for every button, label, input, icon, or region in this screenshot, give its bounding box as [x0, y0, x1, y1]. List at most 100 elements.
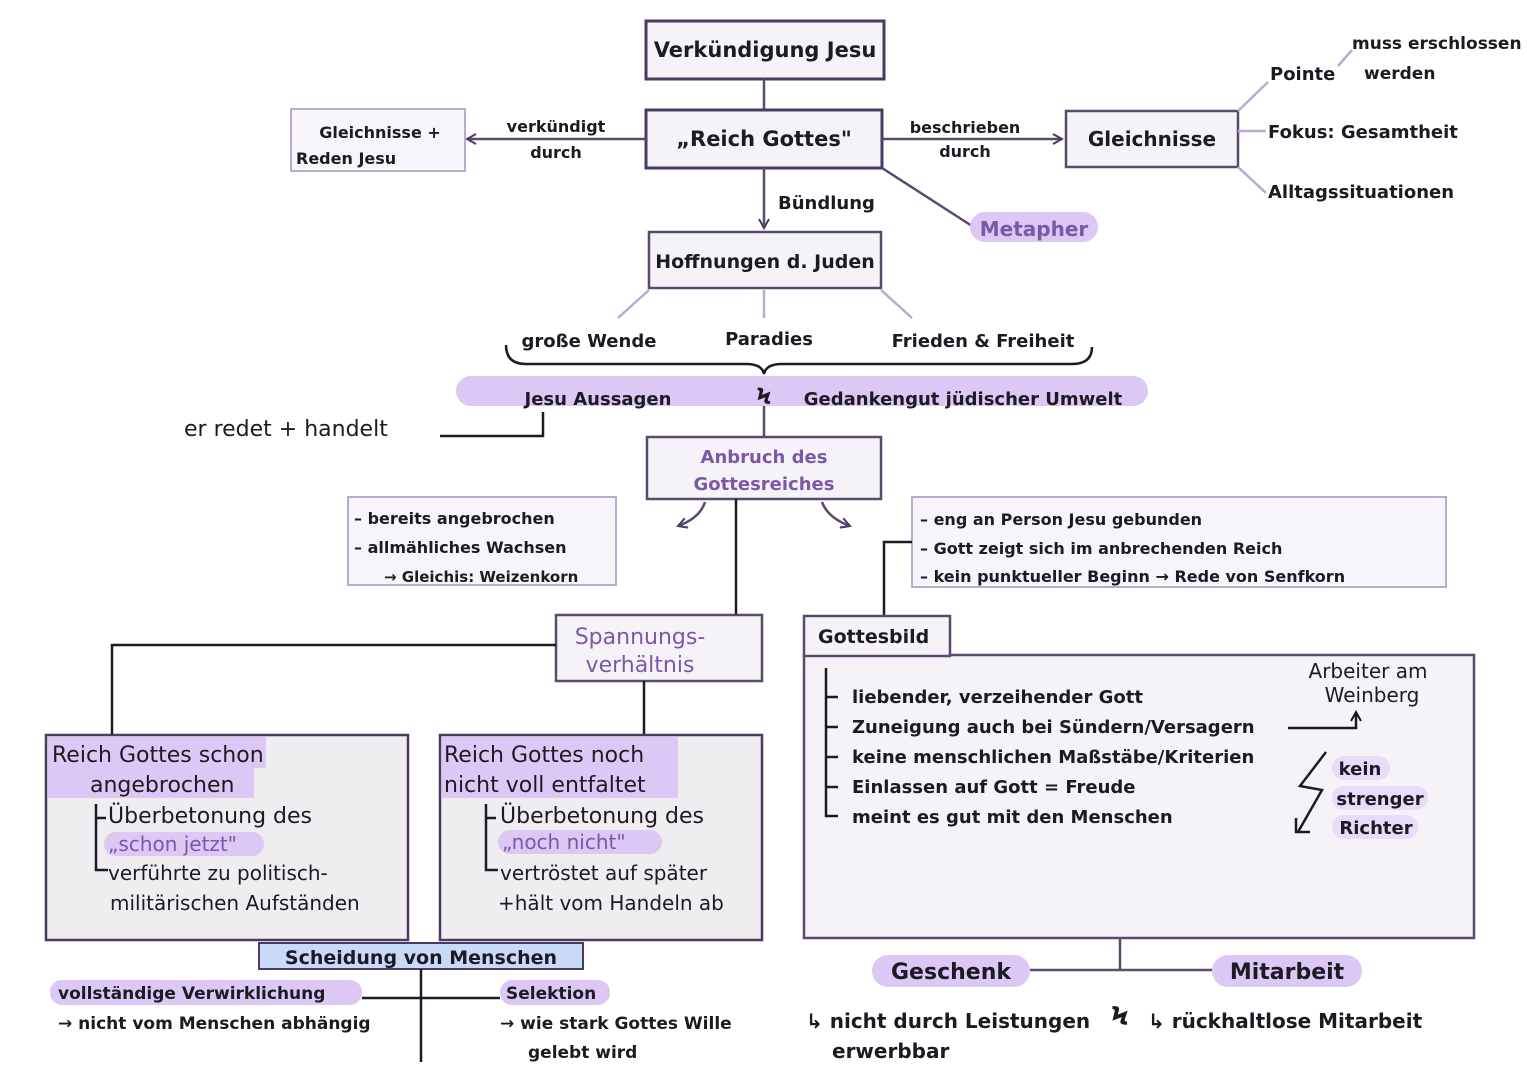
- lightning-gottesbild-tip: [1294, 818, 1310, 834]
- note-senfkorn: – kein punktueller Beginn → Rede von Sen…: [920, 567, 1345, 586]
- gb-liebender: liebender, verzeihender Gott: [852, 687, 1143, 708]
- schon-militaerisch: militärischen Aufständen: [110, 891, 360, 915]
- highlight-kein: [1332, 756, 1390, 780]
- brace-hopes: [504, 344, 1094, 375]
- connector-metapher: [881, 166, 973, 228]
- label-alltag: Alltagssituationen: [1268, 182, 1454, 203]
- label-kein: kein: [1339, 759, 1382, 780]
- highlight-strenger: [1332, 786, 1428, 810]
- connector-notes-gottesbild: [882, 540, 912, 616]
- label-verkuendigt-durch: durch: [530, 143, 582, 162]
- label-beschrieben-durch: durch: [939, 142, 991, 161]
- label-richter: Richter: [1339, 818, 1412, 839]
- schon-ueberbetonung: Überbetonung des: [108, 803, 312, 829]
- noch-nicht: „noch nicht": [502, 830, 626, 854]
- label-er-redet: er redet + handelt: [184, 417, 388, 442]
- connector-er-redet: [440, 412, 545, 438]
- box-verkuendigung: [644, 19, 886, 81]
- label-nicht-durch-leistungen: ↳ nicht durch Leistungen: [806, 1009, 1090, 1033]
- box-gottesbild-tab: [802, 614, 952, 658]
- label-pointe: Pointe: [1270, 64, 1335, 85]
- label-fokus: Fokus: Gesamtheit: [1268, 122, 1458, 143]
- schon-verfuehrte: verführte zu politisch-: [108, 861, 328, 885]
- label-reden-jesu: Reden Jesu: [296, 149, 396, 168]
- box-anbruch: [645, 435, 883, 501]
- title-schon-1: Reich Gottes schon: [52, 743, 264, 768]
- label-gedankengut: Gedankengut jüdischer Umwelt: [804, 389, 1123, 410]
- title-schon-2: angebrochen: [90, 773, 234, 798]
- label-grosse-wende: große Wende: [522, 331, 657, 352]
- tree-schon: [94, 804, 108, 872]
- label-beschrieben: beschrieben: [910, 118, 1021, 137]
- label-vollstaendig: vollständige Verwirklichung: [58, 984, 325, 1004]
- label-mitarbeit: Mitarbeit: [1230, 960, 1345, 985]
- schon-jetzt: „schon jetzt": [108, 832, 237, 856]
- branch-frieden: [880, 289, 913, 319]
- connector-spannung-schon: [110, 643, 556, 735]
- gb-massstaebe: keine menschlichen Maßstäbe/Kriterien: [852, 747, 1254, 768]
- arrow-anbruch-right: [820, 501, 850, 526]
- gb-meint-gut: meint es gut mit den Menschen: [852, 807, 1173, 828]
- label-erwerbbar: erwerbbar: [832, 1039, 949, 1063]
- title-noch-1: Reich Gottes noch: [444, 743, 644, 768]
- branch-alltag: [1237, 166, 1267, 194]
- gb-zuneigung: Zuneigung auch bei Sündern/Versagern: [852, 717, 1255, 738]
- highlight-band: [456, 376, 1148, 406]
- note-allmaehlich: – allmähliches Wachsen: [354, 538, 567, 557]
- note-eng-an-person: – eng an Person Jesu gebunden: [920, 510, 1202, 529]
- highlight-vollstaendig: [50, 980, 362, 1005]
- gb-einlassen: Einlassen auf Gott = Freude: [852, 777, 1135, 798]
- noch-ueberbetonung: Überbetonung des: [500, 803, 704, 829]
- label-weinberg: Weinberg: [1325, 683, 1420, 707]
- label-buendlung: Bündlung: [778, 193, 875, 214]
- label-metapher: Metapher: [980, 217, 1089, 241]
- highlight-mitarbeit: [1212, 955, 1362, 987]
- lightning-gottesbild: [1296, 751, 1327, 833]
- label-strenger: strenger: [1336, 789, 1423, 810]
- label-spannungs: Spannungs-: [575, 625, 706, 650]
- label-verhaeltnis: verhältnis: [586, 653, 695, 678]
- title-noch-2: nicht voll entfaltet: [444, 773, 646, 798]
- box-gleichnisse: [1064, 109, 1240, 169]
- label-gottesreiches: Gottesreiches: [694, 474, 835, 495]
- lightning-icon: Ϟ: [756, 385, 771, 410]
- box-scheidung: [258, 942, 584, 970]
- branch-wende: [617, 289, 650, 319]
- highlight-richter: [1332, 815, 1418, 839]
- lightning-bottom-icon: Ϟ: [1111, 1002, 1129, 1032]
- label-reich-gottes: „Reich Gottes": [676, 127, 852, 151]
- label-wie-stark: → wie stark Gottes Wille: [500, 1014, 732, 1034]
- highlight-schon-title1: [48, 737, 266, 768]
- note-weizenkorn: → Gleichis: Weizenkorn: [384, 568, 578, 586]
- label-werden: werden: [1364, 64, 1435, 84]
- box-gleichnisse-reden: [290, 108, 466, 172]
- label-hoffnungen: Hoffnungen d. Juden: [655, 251, 875, 273]
- tree-noch: [484, 804, 498, 872]
- label-jesu-aussagen: Jesu Aussagen: [523, 389, 672, 410]
- box-notes-left: [347, 496, 617, 586]
- label-gleichnisse: Gleichnisse: [1088, 127, 1216, 151]
- box-spannung: [554, 613, 764, 683]
- label-anbruch: Anbruch des: [701, 447, 828, 468]
- tree-gottesbild: [824, 668, 838, 818]
- label-gottesbild: Gottesbild: [818, 626, 929, 648]
- title-verkuendigung: Verkündigung Jesu: [654, 38, 877, 62]
- noch-vertroestet: vertröstet auf später: [500, 861, 708, 885]
- highlight-noch-title1: [442, 737, 678, 768]
- label-gelebt-wird: gelebt wird: [528, 1043, 637, 1063]
- label-geschenk: Geschenk: [891, 960, 1012, 985]
- arrow-anbruch-left: [678, 501, 707, 526]
- note-gott-zeigt: – Gott zeigt sich im anbrechenden Reich: [920, 539, 1282, 558]
- arrow-weinberg: [1288, 712, 1356, 730]
- label-paradies: Paradies: [725, 329, 813, 350]
- label-arbeiter: Arbeiter am: [1309, 659, 1428, 683]
- branch-pointe: [1237, 81, 1269, 112]
- box-notes-right: [911, 496, 1447, 588]
- label-muss-erschlossen: muss erschlossen: [1352, 34, 1522, 54]
- branch-pointe-note: [1337, 49, 1353, 67]
- highlight-schon-title2: [48, 767, 254, 798]
- label-nicht-abhaengig: → nicht vom Menschen abhängig: [58, 1014, 371, 1034]
- label-gleichnisse-plus: Gleichnisse +: [319, 123, 441, 142]
- highlight-geschenk: [872, 955, 1030, 987]
- noch-haelt-ab: +hält vom Handeln ab: [498, 891, 724, 915]
